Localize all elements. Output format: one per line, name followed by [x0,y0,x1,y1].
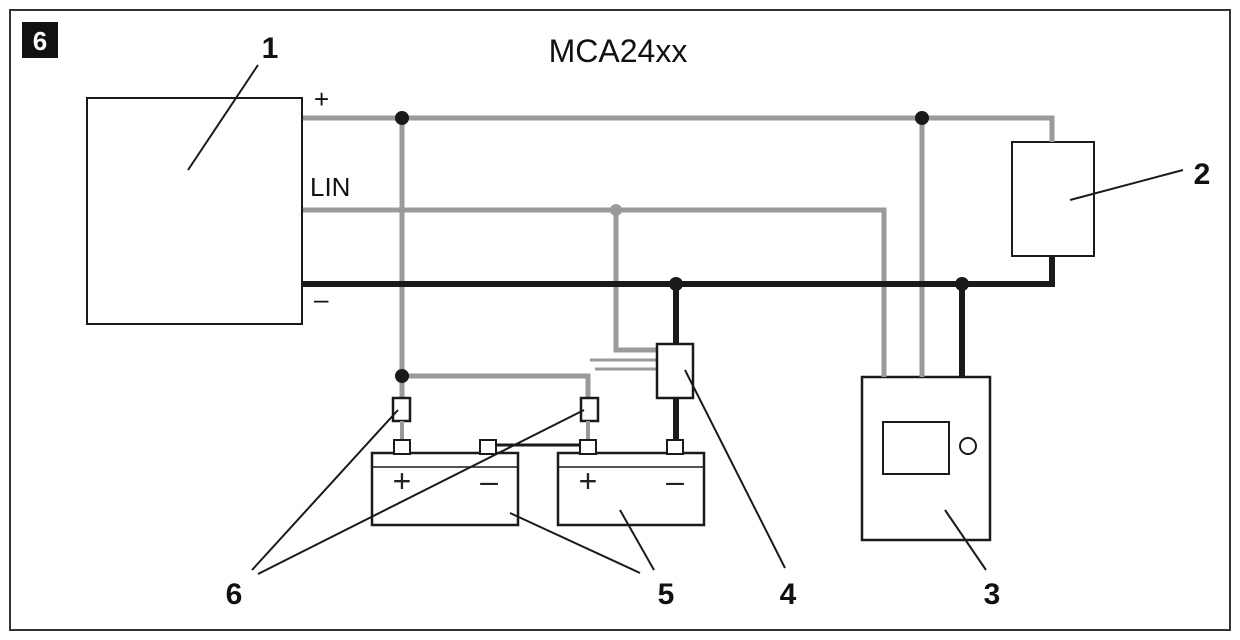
lin-bus-wire [303,207,887,377]
positive-link-to-battery2 [402,373,591,400]
battery-2: + – [556,439,706,527]
battery-2-plus-terminal [579,439,597,455]
leader-line-5a [509,512,641,574]
leader-line-6a [251,409,399,571]
junction-dots [395,111,969,383]
figure-badge-label: 6 [33,26,47,56]
component-3-knob [959,437,977,455]
leader-line-4 [684,369,786,569]
callout-1: 1 [262,32,279,65]
callout-6: 6 [226,578,243,611]
junction-dot [955,277,969,291]
component-1-box [86,97,303,325]
negative-bus-wire [303,256,1055,287]
callout-5: 5 [658,578,675,611]
pin-lin-label: LIN [310,172,350,202]
leader-line-2 [1069,169,1184,201]
pin-plus-label: + [314,84,329,114]
leader-line-3 [944,509,987,571]
leader-line-5b [619,509,655,571]
battery-2-body [556,451,706,527]
leader-line-6b [257,409,585,575]
component-2-box [1011,141,1095,257]
junction-dot [915,111,929,125]
callout-3: 3 [984,578,1001,611]
battery-1-plus-sign: + [393,463,412,499]
leader-lines [187,64,1184,575]
battery-1-body [370,451,520,527]
lin-drop-to-sensor [613,210,660,353]
battery-1-plus-terminal [393,439,411,455]
diagram-title: MCA24xx [549,33,688,69]
component-3-display [882,421,950,475]
battery-2-minus-terminal [666,439,684,455]
positive-bus-wire [303,115,1055,142]
fuse-1 [391,396,412,423]
black-wires [303,256,1055,444]
junction-dot [395,111,409,125]
leader-line-1 [187,64,259,171]
pin-minus-label: – [314,284,329,314]
component-4-sensor [655,342,695,400]
figure-frame [9,9,1231,631]
battery-2-plus-sign: + [579,463,598,499]
gray-wires [303,115,1055,400]
junction-dot [395,369,409,383]
battery-2-minus-sign: – [666,463,684,499]
callout-2: 2 [1194,158,1211,191]
junction-dot [610,204,622,216]
battery-1: + – [370,439,520,527]
battery-1-minus-sign: – [480,463,498,499]
callout-4: 4 [780,578,797,611]
junction-dot [669,277,683,291]
figure-badge [22,22,58,58]
battery-1-minus-terminal [479,439,497,455]
